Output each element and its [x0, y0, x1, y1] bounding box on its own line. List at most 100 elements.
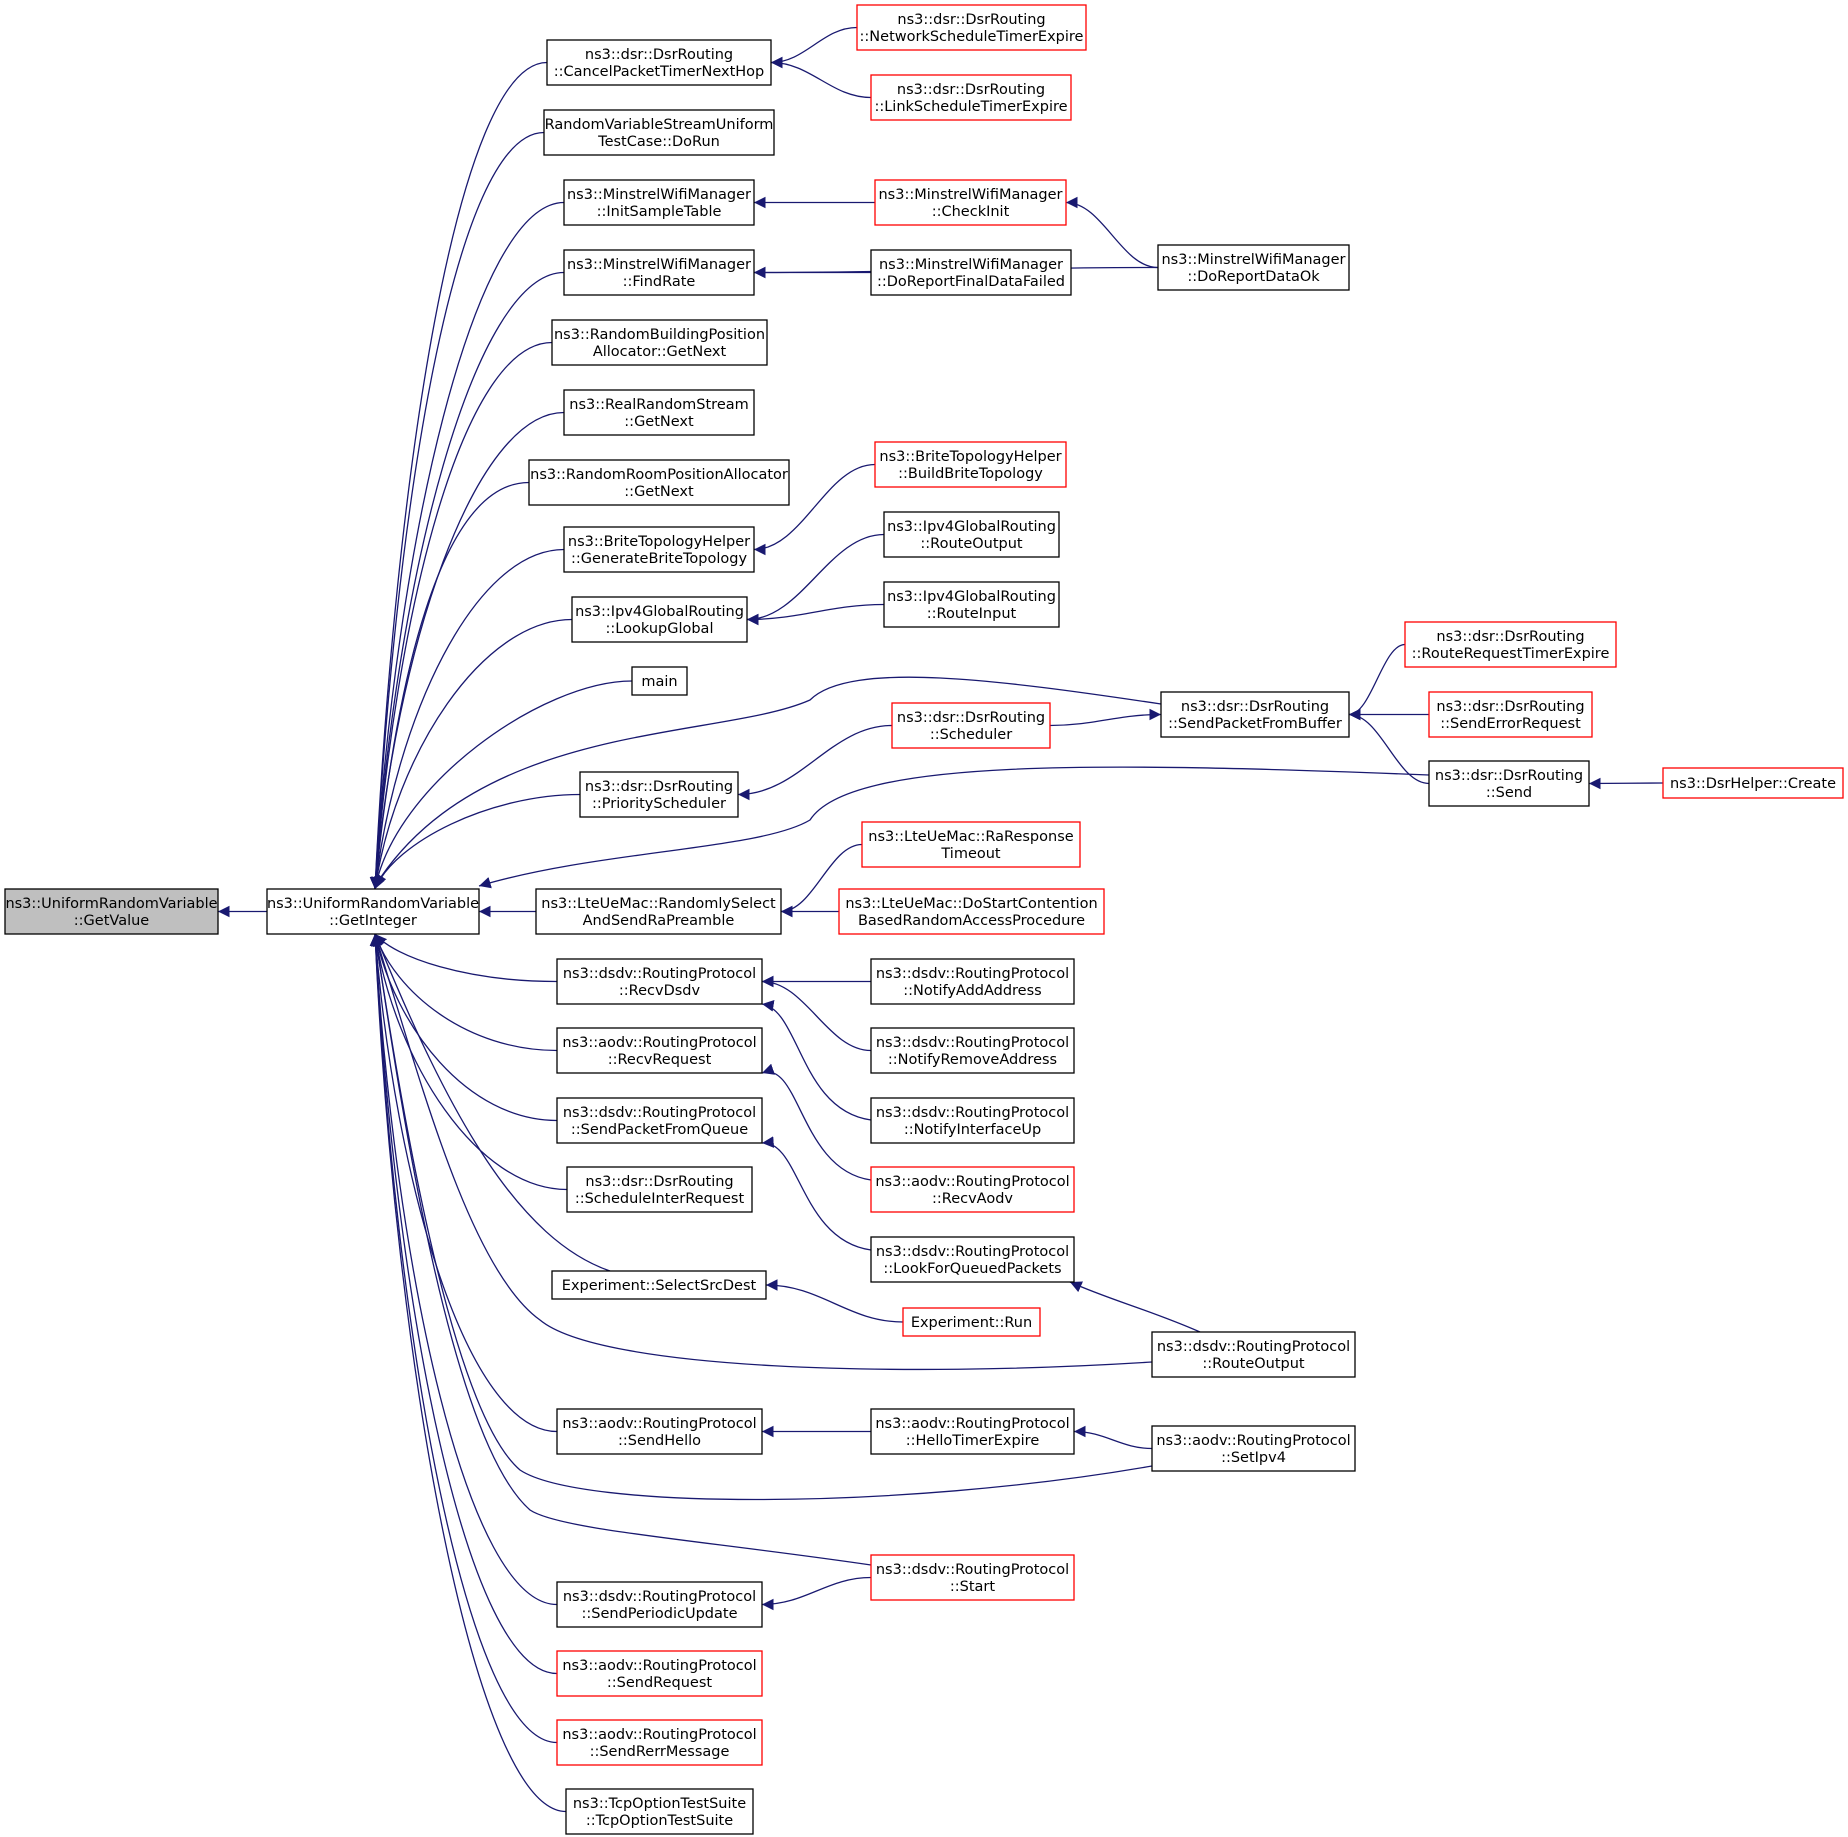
- edge-dsrsend-to-sendpacketbuffer: [1348, 708, 1430, 785]
- node-dostartcontention[interactable]: ns3::LteUeMac::DoStartContentionBasedRan…: [838, 888, 1105, 935]
- node-getvalue[interactable]: ns3::UniformRandomVariable::GetValue: [4, 888, 219, 935]
- node-checkinit[interactable]: ns3::MinstrelWifiManager::CheckInit: [874, 179, 1067, 226]
- node-label-line: ::RouteOutput: [920, 536, 1023, 552]
- node-box: [556, 1408, 763, 1455]
- node-findrate[interactable]: ns3::MinstrelWifiManager::FindRate: [563, 249, 755, 296]
- edge-routeoutputdsdv-to-lookforqueued: [1069, 1281, 1201, 1333]
- node-sendrerr[interactable]: ns3::aodv::RoutingProtocol::SendRerrMess…: [556, 1719, 763, 1766]
- node-priosched[interactable]: ns3::dsr::DsrRouting::PriorityScheduler: [579, 771, 739, 818]
- node-getinteger[interactable]: ns3::UniformRandomVariable::GetInteger: [266, 888, 480, 935]
- node-label-line: ns3::TcpOptionTestSuite: [573, 1796, 746, 1812]
- node-lookforqueued[interactable]: ns3::dsdv::RoutingProtocol::LookForQueue…: [870, 1236, 1075, 1283]
- node-label-line: ::SendPacketFromQueue: [571, 1122, 748, 1138]
- node-label-line: ::CheckInit: [932, 204, 1010, 220]
- node-box: [556, 1719, 763, 1766]
- node-notifyadd[interactable]: ns3::dsdv::RoutingProtocol::NotifyAddAdd…: [870, 958, 1075, 1005]
- node-box: [1160, 691, 1350, 738]
- node-routeoutput4[interactable]: ns3::Ipv4GlobalRouting::RouteOutput: [883, 511, 1060, 558]
- node-reportdataok[interactable]: ns3::MinstrelWifiManager::DoReportDataOk: [1157, 244, 1350, 291]
- node-main[interactable]: main: [631, 666, 688, 696]
- node-buildbrite[interactable]: ns3::BriteTopologyHelper::BuildBriteTopo…: [874, 441, 1067, 488]
- node-box: [556, 1027, 763, 1074]
- node-setipv4[interactable]: ns3::aodv::RoutingProtocol::SetIpv4: [1151, 1425, 1356, 1472]
- node-initsample[interactable]: ns3::MinstrelWifiManager::InitSampleTabl…: [563, 179, 755, 226]
- node-networkschedule[interactable]: ns3::dsr::DsrRouting::NetworkScheduleTim…: [856, 4, 1087, 51]
- node-box: [891, 702, 1051, 749]
- node-box: [551, 319, 768, 366]
- node-lookupglobal[interactable]: ns3::Ipv4GlobalRouting::LookupGlobal: [571, 596, 748, 643]
- node-label-line: ::SendPeriodicUpdate: [581, 1606, 737, 1622]
- node-recvrequest[interactable]: ns3::aodv::RoutingProtocol::RecvRequest: [556, 1027, 763, 1074]
- node-dsdvstart[interactable]: ns3::dsdv::RoutingProtocol::Start: [870, 1554, 1075, 1601]
- node-senderrreq[interactable]: ns3::dsr::DsrRouting::SendErrorRequest: [1428, 691, 1593, 738]
- node-box: [902, 1307, 1041, 1337]
- edge-sendhello-to-getinteger: [370, 933, 558, 1433]
- node-generatebrite[interactable]: ns3::BriteTopologyHelper::GenerateBriteT…: [563, 526, 755, 573]
- node-realrandom[interactable]: ns3::RealRandomStream::GetNext: [563, 389, 755, 436]
- node-label-line: ::SetIpv4: [1221, 1450, 1286, 1466]
- node-sendperiodic[interactable]: ns3::dsdv::RoutingProtocol::SendPeriodic…: [556, 1581, 763, 1628]
- node-box: [856, 4, 1087, 51]
- node-dsrsend[interactable]: ns3::dsr::DsrRouting::Send: [1428, 760, 1590, 807]
- node-experimentrun[interactable]: Experiment::Run: [902, 1307, 1041, 1337]
- node-tcpoption[interactable]: ns3::TcpOptionTestSuite::TcpOptionTestSu…: [565, 1788, 754, 1835]
- node-label-line: ::NetworkScheduleTimerExpire: [860, 29, 1084, 45]
- node-label-line: Allocator::GetNext: [593, 344, 727, 360]
- node-label-line: ns3::RealRandomStream: [569, 397, 749, 413]
- node-hellotimer[interactable]: ns3::aodv::RoutingProtocol::HelloTimerEx…: [870, 1408, 1075, 1455]
- node-sendpacketqueue[interactable]: ns3::dsdv::RoutingProtocol::SendPacketFr…: [556, 1097, 763, 1144]
- node-recvdsdv[interactable]: ns3::dsdv::RoutingProtocol::RecvDsdv: [556, 958, 763, 1005]
- node-rvsuniform[interactable]: RandomVariableStreamUniformTestCase::DoR…: [543, 109, 775, 156]
- node-label-line: ::Start: [950, 1579, 996, 1595]
- node-routereqtimer[interactable]: ns3::dsr::DsrRouting::RouteRequestTimerE…: [1404, 621, 1617, 668]
- node-label-line: ::GenerateBriteTopology: [571, 551, 747, 567]
- edge-sendrerr-to-getinteger: [369, 933, 558, 1744]
- node-label-line: ns3::dsr::DsrRouting: [1435, 768, 1583, 784]
- node-notifyremove[interactable]: ns3::dsdv::RoutingProtocol::NotifyRemove…: [870, 1027, 1075, 1074]
- node-linkschedule[interactable]: ns3::dsr::DsrRouting::LinkScheduleTimerE…: [870, 74, 1072, 121]
- node-scheduler[interactable]: ns3::dsr::DsrRouting::Scheduler: [891, 702, 1051, 749]
- node-label-line: ::TcpOptionTestSuite: [586, 1813, 733, 1829]
- node-label-line: ns3::dsdv::RoutingProtocol: [1157, 1339, 1350, 1355]
- node-sendrequest[interactable]: ns3::aodv::RoutingProtocol::SendRequest: [556, 1650, 763, 1697]
- node-cancelpacket[interactable]: ns3::dsr::DsrRouting::CancelPacketTimerN…: [546, 39, 772, 86]
- node-notifyifup[interactable]: ns3::dsdv::RoutingProtocol::NotifyInterf…: [870, 1097, 1075, 1144]
- node-reportfinal[interactable]: ns3::MinstrelWifiManager::DoReportFinalD…: [870, 249, 1072, 296]
- node-box: [551, 1270, 767, 1300]
- edge-priosched-to-getinteger: [374, 793, 581, 890]
- node-label-line: ns3::Ipv4GlobalRouting: [575, 604, 744, 620]
- node-label-line: ::RouteInput: [927, 606, 1017, 622]
- node-routeoutputdsdv[interactable]: ns3::dsdv::RoutingProtocol::RouteOutput: [1151, 1331, 1356, 1378]
- node-box: [556, 1097, 763, 1144]
- node-dsrhelpercreate[interactable]: ns3::DsrHelper::Create: [1662, 767, 1844, 799]
- node-sendpacketbuffer[interactable]: ns3::dsr::DsrRouting::SendPacketFromBuff…: [1160, 691, 1350, 738]
- node-box: [1428, 691, 1593, 738]
- node-label-line: ns3::BriteTopologyHelper: [879, 449, 1061, 465]
- node-recvaodv[interactable]: ns3::aodv::RoutingProtocol::RecvAodv: [870, 1166, 1075, 1213]
- edge-dsdvstart-to-sendperiodic: [761, 1576, 872, 1611]
- node-rrpa[interactable]: ns3::RandomRoomPositionAllocator::GetNex…: [528, 459, 790, 506]
- node-rbpa[interactable]: ns3::RandomBuildingPositionAllocator::Ge…: [551, 319, 768, 366]
- edge-scheduler-to-priosched: [737, 724, 893, 801]
- node-box: [1151, 1331, 1356, 1378]
- node-label-line: TestCase::DoRun: [597, 134, 720, 150]
- node-label-line: ns3::dsdv::RoutingProtocol: [876, 1562, 1069, 1578]
- edge-recvrequest-to-getinteger: [373, 933, 558, 1052]
- node-label-line: ns3::LteUeMac::DoStartContention: [845, 896, 1097, 912]
- node-sendhello[interactable]: ns3::aodv::RoutingProtocol::SendHello: [556, 1408, 763, 1455]
- node-scheduleinter[interactable]: ns3::dsr::DsrRouting::ScheduleInterReque…: [566, 1166, 753, 1213]
- edge-setipv4-to-hellotimer: [1073, 1425, 1153, 1450]
- edge-generatebrite-to-getinteger: [370, 548, 565, 890]
- node-label-line: ::DoReportFinalDataFailed: [877, 274, 1065, 290]
- node-label-line: ::InitSampleTable: [597, 204, 722, 220]
- node-box: [883, 511, 1060, 558]
- node-label-line: ::RecvDsdv: [619, 983, 701, 999]
- node-box: [543, 109, 775, 156]
- node-selectsrcdest[interactable]: Experiment::SelectSrcDest: [551, 1270, 767, 1300]
- node-label-line: ns3::dsdv::RoutingProtocol: [876, 966, 1069, 982]
- node-label-line: ns3::aodv::RoutingProtocol: [875, 1416, 1069, 1432]
- node-routeinput4[interactable]: ns3::Ipv4GlobalRouting::RouteInput: [883, 581, 1060, 628]
- node-label-line: ns3::dsdv::RoutingProtocol: [876, 1105, 1069, 1121]
- node-randomlyselect[interactable]: ns3::LteUeMac::RandomlySelectAndSendRaPr…: [535, 888, 782, 935]
